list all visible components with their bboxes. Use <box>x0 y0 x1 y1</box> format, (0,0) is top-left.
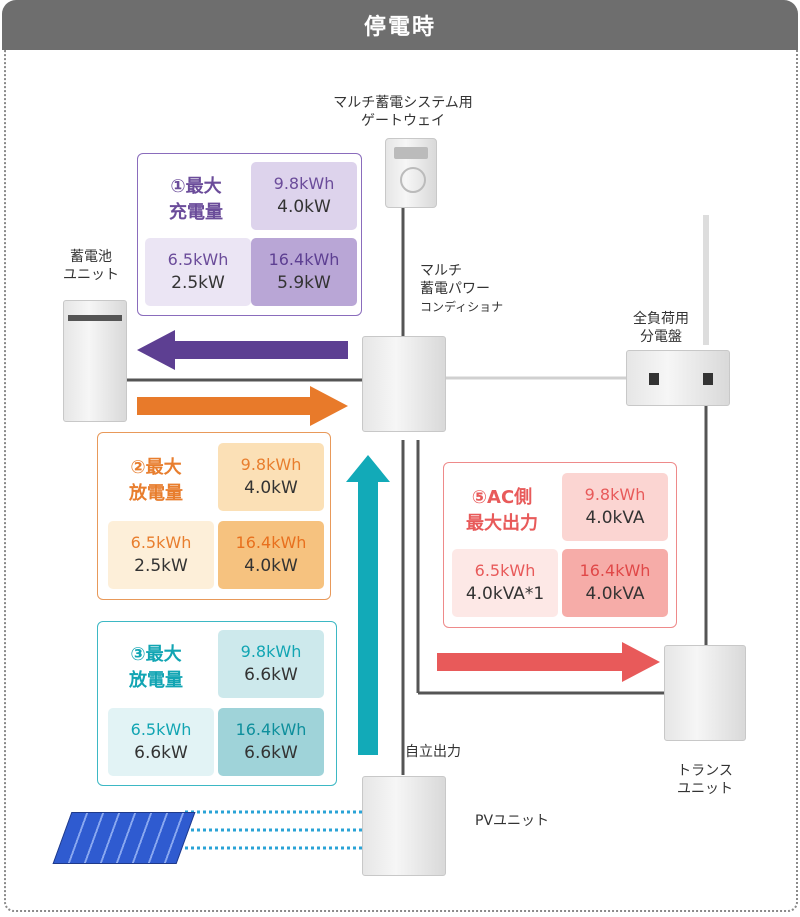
page-header: 停電時 <box>2 0 798 50</box>
transformer-unit-label: トランスユニット <box>677 763 733 797</box>
pv-unit-label: PVユニット <box>475 813 550 829</box>
solar-panel-image <box>52 812 196 864</box>
max-charge-title: ①最大充電量 <box>169 176 223 223</box>
dotted-frame <box>4 50 798 912</box>
pv-unit-device <box>362 776 446 876</box>
power-conditioner-device <box>362 336 446 432</box>
gateway-label: マルチ蓄電システム用ゲートウェイ <box>333 95 473 129</box>
independent-output-label: 自立出力 <box>405 744 461 760</box>
battery-unit-device <box>63 300 127 422</box>
pv-arrow <box>346 455 390 755</box>
battery-unit-label: 蓄電池ユニット <box>63 249 119 283</box>
charge-arrow <box>137 330 348 370</box>
transformer-unit-device <box>664 645 746 741</box>
distribution-panel-device <box>626 350 730 406</box>
distribution-panel-label: 全負荷用分電盤 <box>633 311 689 345</box>
discharge-arrow <box>137 386 348 426</box>
max-discharge-title-battery: ②最大放電量 <box>129 457 183 504</box>
power-conditioner-label: マルチ蓄電パワー コンディショナ <box>420 263 504 314</box>
ac-output-arrow <box>437 642 660 682</box>
max-discharge-title-pv: ③最大放電量 <box>129 644 183 691</box>
gateway-device <box>385 138 437 208</box>
ac-max-output-title: ⑤AC側最大出力 <box>466 487 538 534</box>
header-title: 停電時 <box>363 15 436 40</box>
